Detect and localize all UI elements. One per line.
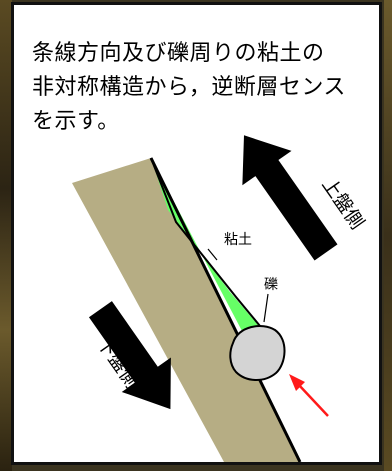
caption-line-1: 条線方向及び礫周りの粘土の <box>32 41 325 66</box>
hanging-wall-label: 上盤側 <box>317 174 368 233</box>
background-strip-left <box>0 0 12 471</box>
caption: 条線方向及び礫周りの粘土の 非対称構造から，逆断層センス を示す。 <box>32 37 372 139</box>
caption-line-2: 非対称構造から，逆断層センス <box>32 75 346 100</box>
footwall-arrow <box>88 301 171 410</box>
clay-label: 粘土 <box>224 232 252 248</box>
red-indicator-shaft <box>297 383 329 417</box>
red-indicator-arrowhead <box>289 374 305 391</box>
clay-boundary-line <box>150 157 261 327</box>
hanging-wall-arrow <box>242 135 338 261</box>
caption-line-3: を示す。 <box>32 109 120 134</box>
background-strip-right <box>384 0 392 471</box>
gravel-clast <box>229 325 286 381</box>
rock-block <box>72 158 300 462</box>
fault-plane-line <box>149 157 302 462</box>
clay-leader-line <box>207 248 218 261</box>
clay-layer <box>151 158 258 350</box>
gravel-label: 礫 <box>264 277 278 293</box>
gravel-leader-line <box>263 293 269 323</box>
